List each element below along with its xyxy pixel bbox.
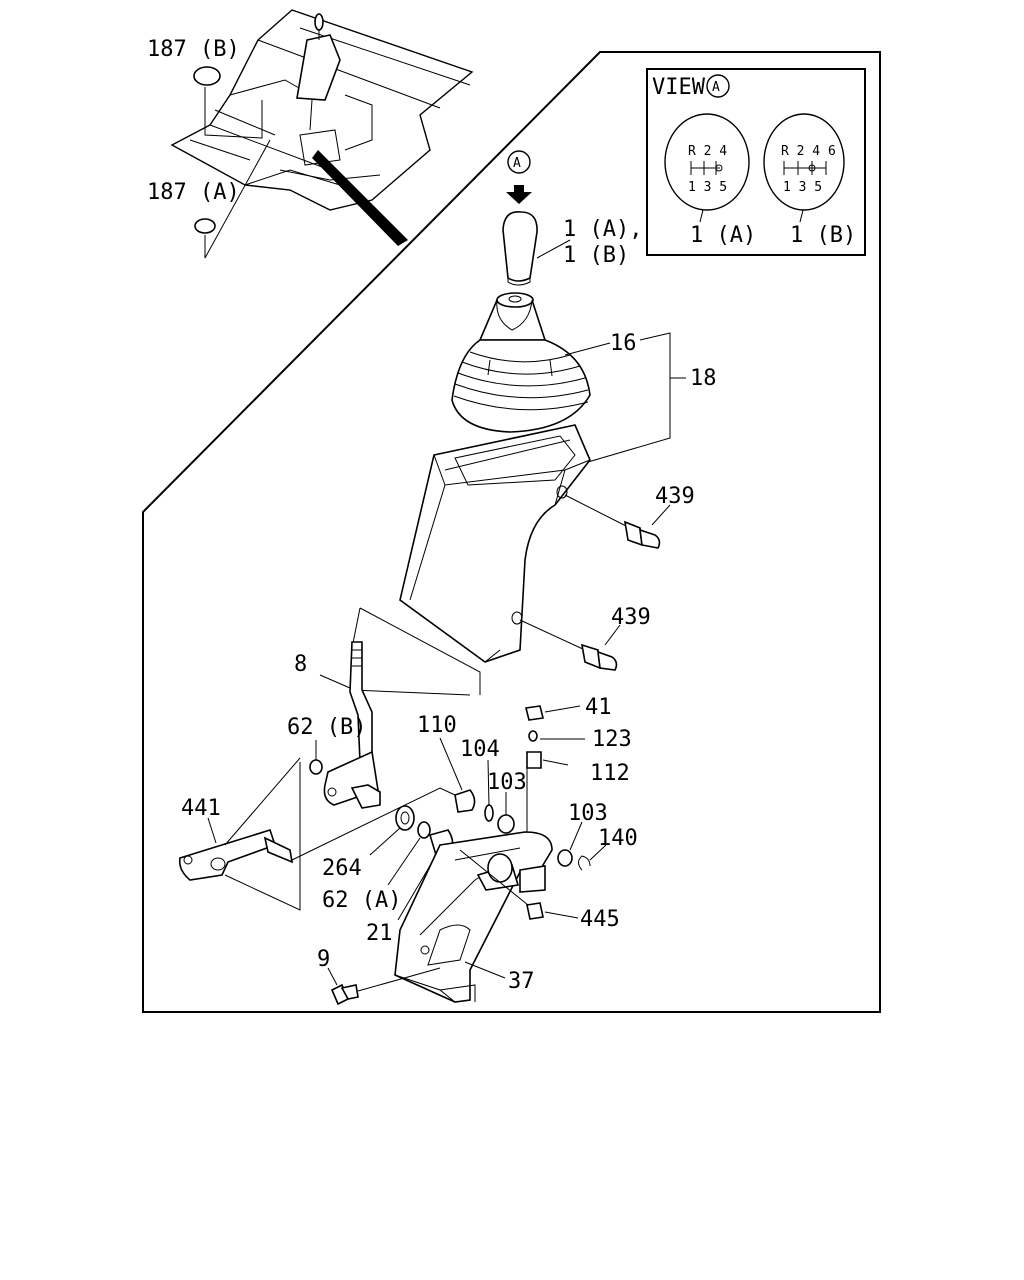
view-title: VIEW [652,75,706,100]
bolt-9 [327,967,441,1006]
bushing-112 [526,751,569,860]
label-187a: 187 (A) [147,180,240,205]
plug-187b [193,66,221,86]
label-37: 37 [508,969,535,994]
label-1-line2: 1 (B) [563,243,629,268]
label-8: 8 [294,652,307,677]
label-439-bottom: 439 [611,605,651,630]
spacer-123 [528,730,585,742]
label-62b: 62 (B) [287,715,366,740]
nut-445 [459,849,579,920]
arrow-letter: A [513,156,521,171]
washer-264 [369,805,415,856]
label-62a: 62 (A) [322,888,401,913]
label-123: 123 [592,727,632,752]
label-445: 445 [580,907,620,932]
label-103-left: 103 [487,770,527,795]
nut-62a [387,821,431,886]
main-frame [142,51,881,1013]
bushing-103-left [497,792,515,834]
nut-62b [309,740,323,775]
label-103-right: 103 [568,801,608,826]
label-264: 264 [322,856,362,881]
label-140: 140 [598,826,638,851]
console-housing [399,424,591,663]
bolt-439-bottom [519,619,621,671]
knob-1a-bottom: 1 3 5 [688,180,727,195]
label-112: 112 [590,761,630,786]
view-a-arrow: A [506,150,532,204]
label-41: 41 [585,695,612,720]
knob-1b-bottom: 1 3 5 [783,180,822,195]
label-110: 110 [417,713,457,738]
lever-441 [178,757,301,911]
knob-1b-label: 1 (B) [790,223,856,248]
label-21: 21 [366,921,393,946]
label-18: 18 [690,366,717,391]
cab-floor-sketch [170,9,474,259]
washer-104 [484,759,494,822]
knob-1b-top: R 2 4 6 [781,144,836,159]
label-187b: 187 (B) [147,37,240,62]
knob-1a-pattern: R 2 4 1 3 5 [664,113,750,223]
bushing-103-right [557,821,583,867]
view-circle-letter: A [712,80,720,95]
bolt-439-top [564,494,671,549]
clip-140 [578,844,607,871]
nut-41 [525,705,581,721]
view-a-box: VIEW A R 2 4 1 3 5 1 (A) R 2 4 6 1 3 5 1… [646,68,866,256]
knob-1a-top: R 2 4 [688,144,727,159]
knob-1a-label: 1 (A) [690,223,756,248]
label-9: 9 [317,947,330,972]
shift-lever-8 [319,607,481,809]
label-1-line1: 1 (A), [563,217,642,242]
label-16: 16 [610,331,637,356]
shift-boot-16 [451,292,611,433]
knob-1b-pattern: R 2 4 6 1 3 5 [763,113,845,223]
label-439-top: 439 [655,484,695,509]
bushing-110 [439,737,476,813]
bracket-37 [394,831,553,1003]
label-441: 441 [181,796,221,821]
shift-knob-1 [502,211,571,286]
plug-187a [194,218,216,234]
label-104: 104 [460,737,500,762]
